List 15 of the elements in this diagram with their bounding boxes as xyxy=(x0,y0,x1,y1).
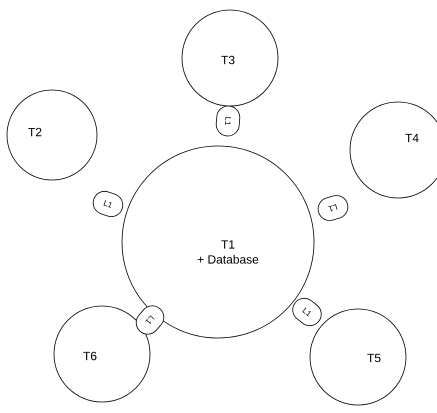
circle-node xyxy=(6,90,98,180)
circle-label: T1 + Database xyxy=(198,240,258,264)
link-box: L1 xyxy=(318,195,348,221)
circle-node xyxy=(122,146,314,338)
link-box: L1 xyxy=(292,298,322,326)
circle-label: T4 xyxy=(405,134,419,142)
circle-label: T2 xyxy=(28,128,42,136)
circle-label: T6 xyxy=(83,352,96,360)
circle-label: T5 xyxy=(367,354,380,362)
link-box: L1 xyxy=(136,305,164,335)
circle-node xyxy=(310,308,406,406)
link-box: L1 xyxy=(216,106,240,136)
circle-label: T3 xyxy=(221,56,234,64)
link-box: L1 xyxy=(92,190,124,218)
circle-node xyxy=(182,10,278,106)
